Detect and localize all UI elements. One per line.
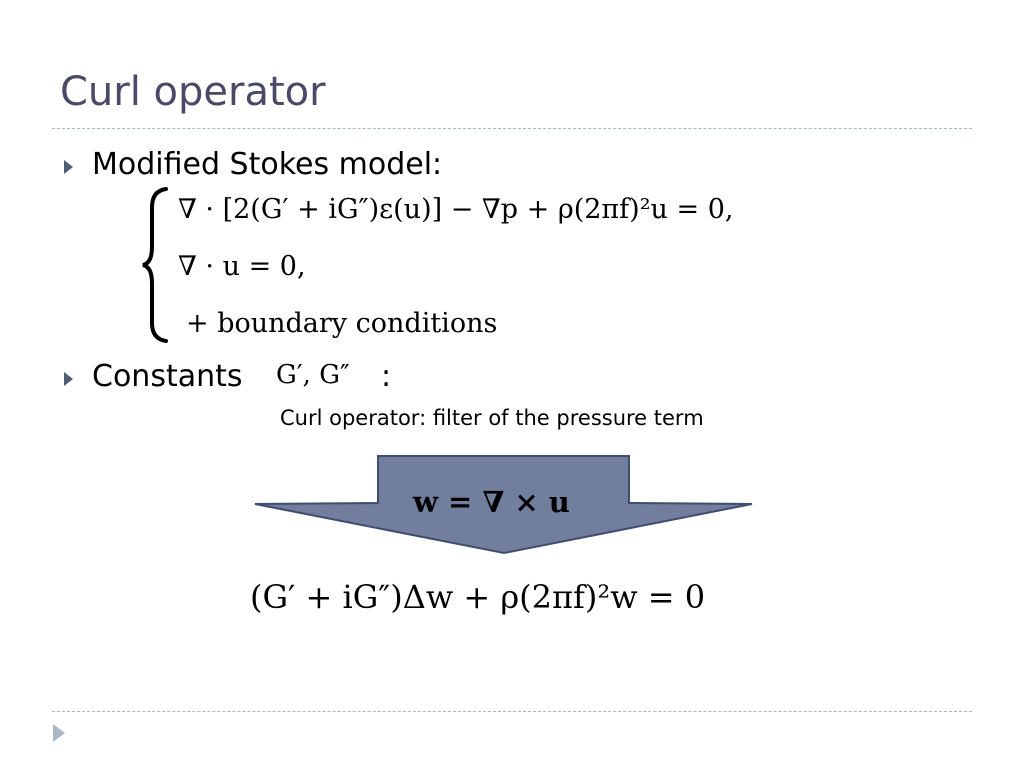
- footer-divider: [52, 711, 972, 712]
- curl-definition: w = ∇ × u: [413, 485, 570, 519]
- slide-title: Curl operator: [60, 69, 326, 115]
- constants-colon: :: [381, 359, 392, 394]
- bullet-modified-stokes: Modified Stokes model:: [92, 147, 443, 182]
- equation-momentum: ∇ · [2(G′ + iG″)ε(u)] − ∇p + ρ(2πf)²u = …: [178, 194, 734, 225]
- curl-caption: Curl operator: filter of the pressure te…: [280, 406, 704, 430]
- down-arrow-shape: [254, 455, 753, 555]
- bullet-constants: Constants: [92, 359, 243, 394]
- result-equation: (G′ + iG″)Δw + ρ(2πf)²w = 0: [250, 578, 706, 616]
- title-divider: [52, 128, 972, 129]
- equation-boundary-conditions: + boundary conditions: [186, 308, 498, 339]
- bullet-marker-icon: [64, 372, 73, 386]
- equation-divergence: ∇ · u = 0,: [178, 251, 306, 282]
- constants-math: G′, G″: [276, 360, 350, 390]
- left-brace-icon: [142, 187, 168, 343]
- bullet-marker-icon: [64, 160, 73, 174]
- next-slide-icon[interactable]: [53, 724, 65, 742]
